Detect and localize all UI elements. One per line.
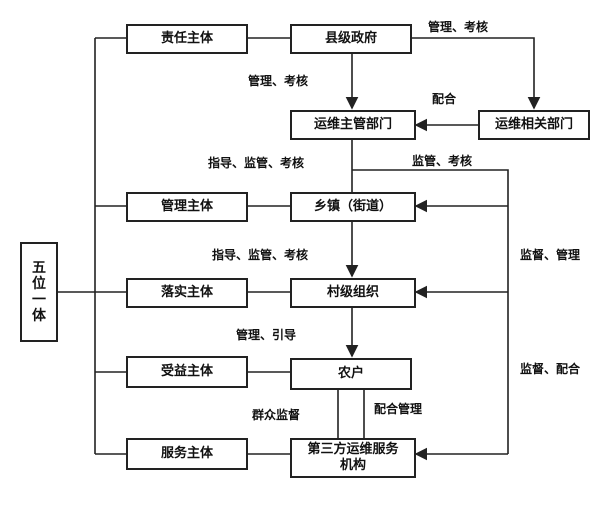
responsibility-subject-box: 责任主体 [126,24,248,54]
management-subject-box: 管理主体 [126,192,248,222]
village-organization-label: 村级组织 [326,285,379,300]
service-subject-box: 服务主体 [126,438,248,470]
five-in-one-label: 五位一体 [32,260,46,324]
om-related-department-box: 运维相关部门 [478,110,590,140]
label-gov-to-related: 管理、考核 [428,20,489,34]
beneficiary-subject-label: 受益主体 [160,364,213,379]
label-township-to-village: 指导、监管、考核 [212,248,309,262]
third-party-om-label-line2: 机构 [339,458,366,473]
om-related-department-label: 运维相关部门 [494,117,573,132]
implementation-subject-label: 落实主体 [160,285,213,300]
label-om-to-township: 指导、监管、考核 [208,156,305,170]
label-right-lower: 监督、配合 [520,362,581,376]
implementation-subject-box: 落实主体 [126,278,248,308]
third-party-om-box: 第三方运维服务 机构 [290,438,416,478]
service-subject-label: 服务主体 [160,446,213,461]
beneficiary-subject-box: 受益主体 [126,356,248,388]
label-farmer-supervise: 群众监督 [252,408,301,422]
village-organization-box: 村级组织 [290,278,416,308]
farmer-box: 农户 [290,358,412,390]
management-subject-label: 管理主体 [160,199,213,214]
label-om-to-right: 监管、考核 [412,154,473,168]
om-department-box: 运维主管部门 [290,110,416,140]
label-right-upper: 监督、管理 [520,248,581,262]
farmer-label: 农户 [337,366,364,381]
township-box: 乡镇（街道） [290,192,416,222]
county-government-box: 县级政府 [290,24,412,54]
label-village-to-farmer: 管理、引导 [236,328,297,342]
township-label: 乡镇（街道） [313,199,392,214]
responsibility-subject-label: 责任主体 [160,31,213,46]
om-department-label: 运维主管部门 [313,117,392,132]
label-gov-to-om: 管理、考核 [248,74,309,88]
county-government-label: 县级政府 [324,31,377,46]
label-farmer-cooperate: 配合管理 [374,402,423,416]
five-in-one-box: 五位一体 [20,242,58,342]
third-party-om-label-line1: 第三方运维服务 [307,442,399,457]
label-related-to-om: 配合 [432,92,457,106]
